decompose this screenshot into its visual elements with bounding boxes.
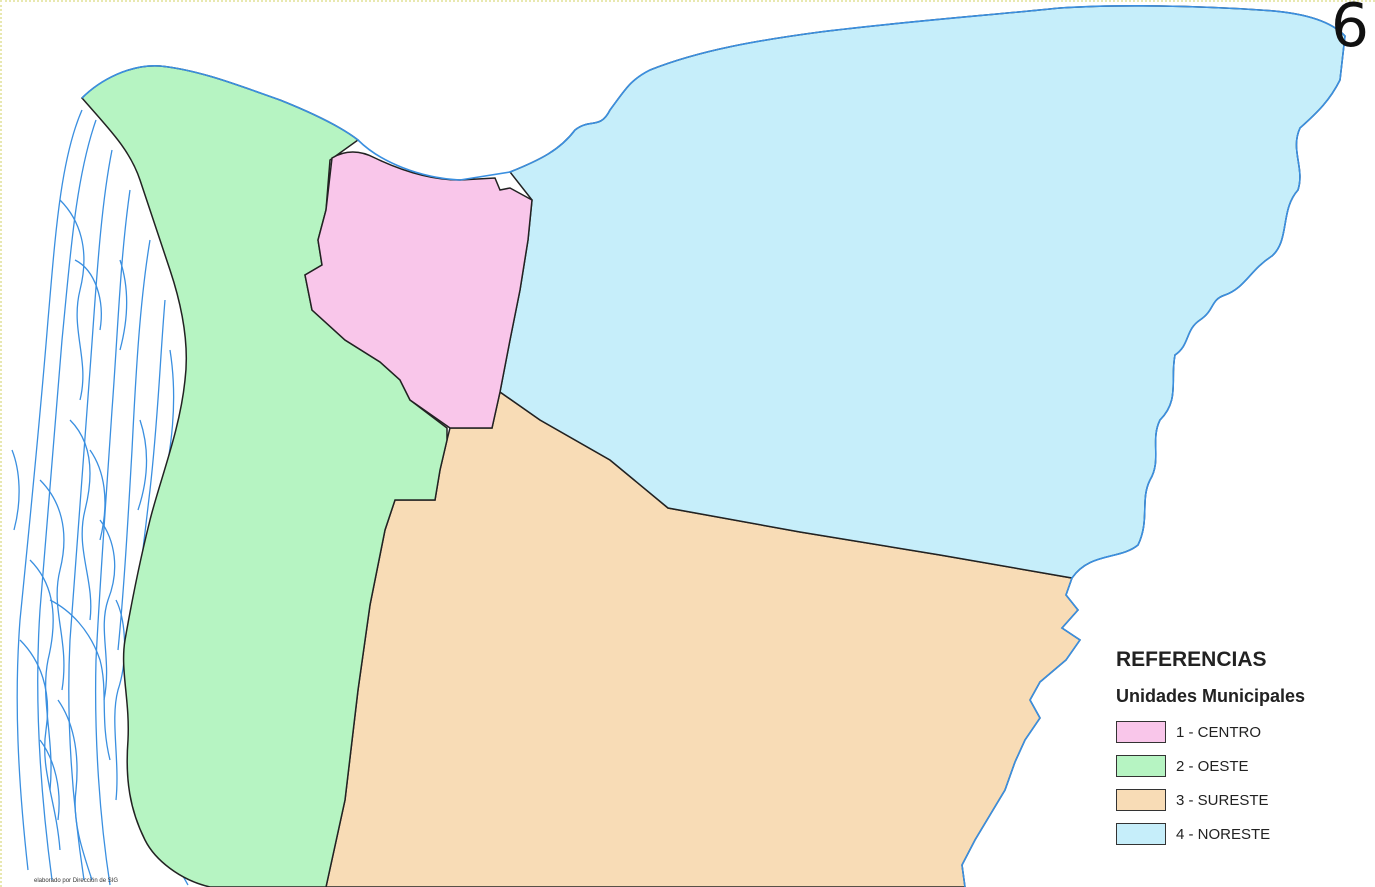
legend-item-noreste: 4 - NORESTE [1116,817,1366,851]
legend-label: 4 - NORESTE [1176,825,1271,843]
legend-label: 3 - SURESTE [1176,791,1269,809]
legend-swatch-oeste [1116,755,1166,777]
legend-swatch-centro [1116,721,1166,743]
map-credit: elaborado por Dirección de SIG [34,878,119,884]
legend-label: 1 - CENTRO [1176,723,1262,741]
legend-swatch-sureste [1116,789,1166,811]
legend-subtitle: Unidades Municipales [1116,686,1306,706]
legend-swatch-noreste [1116,823,1166,845]
map-number: 6 [1330,0,1369,61]
legend-item-oeste: 2 - OESTE [1116,749,1366,783]
legend-item-sureste: 3 - SURESTE [1116,783,1366,817]
page-border-top [0,0,1375,2]
page-border-left [0,0,2,887]
coastline [81,5,1346,887]
legend-item-centro: 1 - CENTRO [1116,715,1366,749]
legend: REFERENCIAS Unidades Municipales 1 - CEN… [1116,648,1366,851]
legend-label: 2 - OESTE [1176,757,1249,775]
legend-title: REFERENCIAS [1116,648,1267,671]
